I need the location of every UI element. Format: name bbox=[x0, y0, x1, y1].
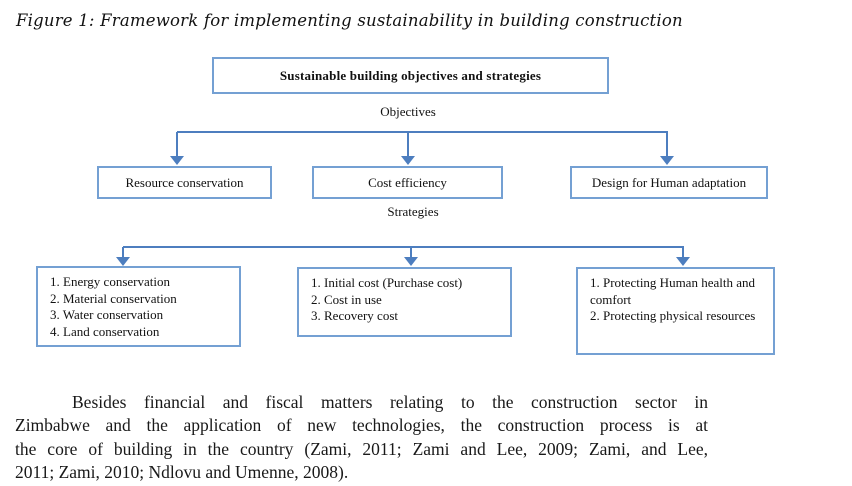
paragraph-line: Besides financial and fiscal matters rel… bbox=[72, 392, 708, 412]
strategy-box-cost-efficiency: 1. Initial cost (Purchase cost) 2. Cost … bbox=[297, 267, 512, 337]
body-paragraph: Besides financial and fiscal matters rel… bbox=[15, 391, 708, 485]
arrow-down-icon bbox=[401, 156, 415, 165]
connector-line bbox=[407, 132, 409, 157]
arrow-down-icon bbox=[404, 257, 418, 266]
strategy-box-resource-conservation: 1. Energy conservation 2. Material conse… bbox=[36, 266, 241, 347]
root-box: Sustainable building objectives and stra… bbox=[212, 57, 609, 94]
root-box-label: Sustainable building objectives and stra… bbox=[279, 67, 542, 83]
paragraph-line: Zimbabwe and the application of new tech… bbox=[15, 415, 708, 436]
objective-box-design-human-adaptation: Design for Human adaptation bbox=[570, 166, 768, 199]
list-item: 3. Water conservation bbox=[50, 307, 164, 322]
list-item: 1. Energy conservation bbox=[50, 274, 170, 289]
figure-caption: Figure 1: Framework for implementing sus… bbox=[16, 11, 683, 30]
list-item: 3. Recovery cost bbox=[311, 308, 399, 323]
objective-box-resource-conservation: Resource conservation bbox=[97, 166, 272, 199]
connector-line bbox=[123, 246, 684, 248]
objective-box-label: Design for Human adaptation bbox=[591, 174, 747, 190]
strategy-box-human-adaptation: 1. Protecting Human health and comfort 2… bbox=[576, 267, 775, 355]
objectives-label: Objectives bbox=[380, 104, 436, 119]
paragraph-line: 2011; Zami, 2010; Ndlovu and Umenne, 200… bbox=[15, 462, 349, 483]
connector-line bbox=[176, 132, 178, 157]
connector-line bbox=[177, 131, 668, 133]
objective-box-label: Resource conservation bbox=[125, 174, 244, 190]
list-item: 2. Protecting physical resources bbox=[590, 308, 756, 323]
list-item: 2. Cost in use bbox=[311, 291, 382, 307]
arrow-down-icon bbox=[170, 156, 184, 165]
arrow-down-icon bbox=[116, 257, 130, 266]
list-item: 1. Initial cost (Purchase cost) bbox=[311, 275, 463, 290]
connector-line bbox=[666, 132, 668, 157]
list-item: 1. Protecting Human health and comfort bbox=[590, 275, 755, 307]
strategies-label: Strategies bbox=[387, 204, 439, 219]
connector-line bbox=[122, 247, 124, 258]
objective-box-label: Cost efficiency bbox=[368, 174, 447, 190]
objective-box-cost-efficiency: Cost efficiency bbox=[312, 166, 503, 199]
arrow-down-icon bbox=[660, 156, 674, 165]
arrow-down-icon bbox=[676, 257, 690, 266]
list-item: 4. Land conservation bbox=[50, 323, 160, 339]
connector-line bbox=[682, 247, 684, 258]
connector-line bbox=[410, 247, 412, 258]
paragraph-line: the core of building in the country (Zam… bbox=[15, 438, 708, 459]
list-item: 2. Material conservation bbox=[50, 290, 177, 306]
